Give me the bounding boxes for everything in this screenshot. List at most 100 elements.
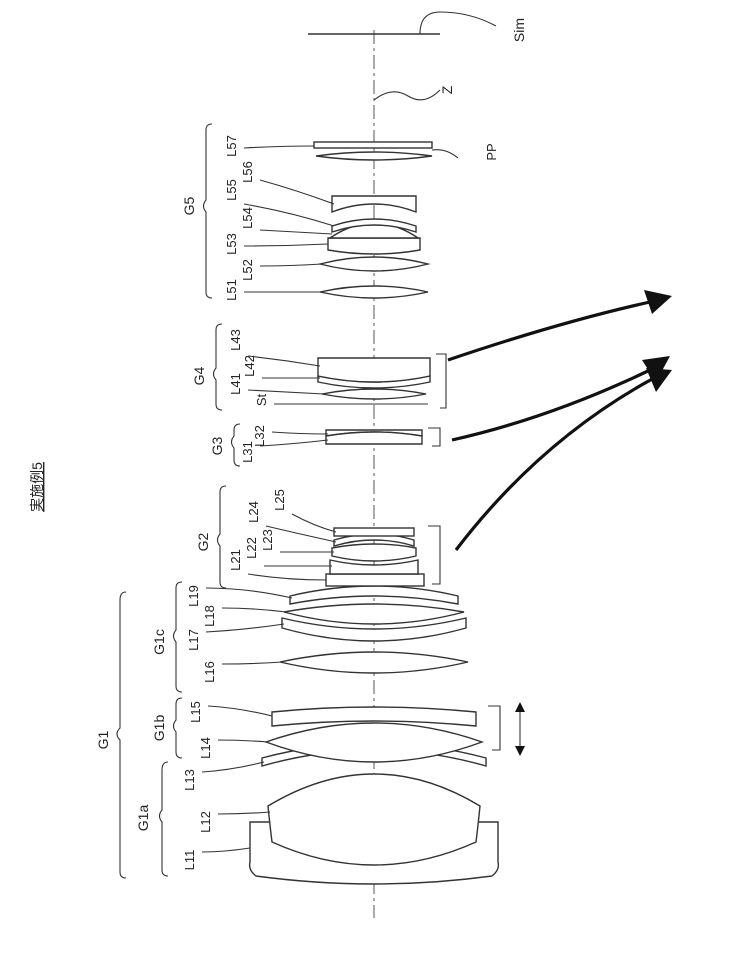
group-label-g4: G4 bbox=[191, 366, 207, 385]
leader-l24 bbox=[265, 525, 337, 543]
lens-label-l54: L54 bbox=[240, 207, 255, 229]
lens-l19 bbox=[289, 585, 459, 605]
focus-arrow-head-bottom bbox=[515, 746, 525, 756]
movement-arrow-g4 bbox=[447, 300, 651, 362]
pp-leader bbox=[431, 149, 459, 159]
axis-leader bbox=[373, 89, 441, 101]
brace-g1 bbox=[116, 591, 127, 879]
lens-label-l51: L51 bbox=[224, 279, 239, 301]
movement-arrow-g4-head bbox=[644, 290, 672, 314]
group-label-g1a: G1a bbox=[135, 805, 151, 832]
leader-l19 bbox=[205, 587, 293, 599]
brace-g4 bbox=[212, 323, 223, 411]
lens-l25 bbox=[333, 527, 415, 537]
brace-g1b bbox=[172, 697, 183, 759]
leader-l57 bbox=[243, 145, 315, 149]
lens-label-l19: L19 bbox=[186, 585, 201, 607]
leader-l17 bbox=[205, 623, 285, 633]
plate-label: PP bbox=[484, 143, 499, 160]
leader-l43 bbox=[247, 355, 321, 367]
figure-title: 実施例5 bbox=[29, 462, 45, 512]
brace-g5 bbox=[202, 123, 213, 299]
lens-label-l52: L52 bbox=[240, 259, 255, 281]
lens-label-l57: L57 bbox=[224, 135, 239, 157]
lens-label-l22: L22 bbox=[244, 537, 259, 559]
movement-arrow-g2 bbox=[454, 376, 655, 551]
leader-l15 bbox=[207, 705, 273, 717]
lens-label-l55: L55 bbox=[224, 179, 239, 201]
lens-l41 bbox=[321, 388, 427, 400]
bracket-g1b bbox=[488, 705, 501, 751]
leader-l54 bbox=[259, 229, 333, 235]
leader-l52 bbox=[259, 263, 323, 267]
sensor-label: Sim bbox=[511, 18, 527, 42]
lens-label-l32: L32 bbox=[252, 425, 267, 447]
leader-l41 bbox=[247, 389, 325, 395]
leader-l31 bbox=[259, 439, 329, 447]
brace-g1a bbox=[158, 761, 169, 877]
lens-label-l31: L31 bbox=[240, 441, 255, 463]
movement-arrow-g3 bbox=[451, 368, 651, 442]
lens-l53 bbox=[327, 237, 421, 255]
lens-l22 bbox=[329, 559, 419, 575]
focus-arrow-head-top bbox=[515, 702, 525, 712]
bracket-g4 bbox=[436, 353, 447, 409]
lens-label-l16: L16 bbox=[202, 661, 217, 683]
lens-label-l12: L12 bbox=[198, 811, 213, 833]
bracket-g3 bbox=[428, 427, 441, 447]
lens-l57 bbox=[313, 141, 433, 149]
lens-l16 bbox=[279, 651, 469, 674]
group-label-g1b: G1b bbox=[151, 715, 167, 742]
movement-arrow-g2-head bbox=[646, 368, 672, 392]
lens-l17 bbox=[281, 617, 467, 642]
leader-l56 bbox=[259, 179, 335, 205]
lens-l52 bbox=[317, 256, 431, 272]
lens-label-l11: L11 bbox=[182, 850, 197, 871]
lens-l51 bbox=[319, 285, 429, 299]
leader-l12 bbox=[217, 811, 271, 815]
leader-l55 bbox=[243, 203, 335, 227]
leader-l16 bbox=[221, 661, 283, 665]
lens-label-l13: L13 bbox=[182, 769, 197, 791]
lens-label-l15: L15 bbox=[188, 701, 203, 723]
group-label-g5: G5 bbox=[181, 196, 197, 215]
group-label-g3: G3 bbox=[209, 436, 225, 455]
lens-l15 bbox=[271, 706, 477, 727]
lens-label-l21: L21 bbox=[228, 549, 243, 571]
lens-label-l14: L14 bbox=[198, 737, 213, 759]
group-label-g2: G2 bbox=[195, 532, 211, 551]
lens-label-l18: L18 bbox=[202, 605, 217, 627]
bracket-g2 bbox=[428, 525, 441, 585]
stop-label: St bbox=[254, 393, 269, 406]
leader-l18 bbox=[221, 607, 287, 613]
lens-l55 bbox=[331, 218, 417, 233]
lens-label-l41: L41 bbox=[228, 373, 243, 395]
brace-g2 bbox=[216, 485, 227, 589]
leader-l11 bbox=[201, 847, 251, 853]
lens-l18 bbox=[283, 603, 465, 625]
lens-l21 bbox=[325, 573, 425, 587]
lens-label-l23: L23 bbox=[260, 529, 275, 551]
image-plane-leader bbox=[419, 11, 497, 35]
leader-l25 bbox=[291, 513, 337, 533]
axis-label: Z bbox=[439, 85, 455, 94]
leader-l53 bbox=[243, 243, 329, 247]
brace-g3 bbox=[230, 423, 241, 467]
lens-l23 bbox=[331, 543, 417, 562]
lens-l14 bbox=[263, 722, 485, 763]
group-label-g1c: G1c bbox=[151, 629, 167, 655]
brace-g1c bbox=[172, 581, 183, 693]
lens-label-l42: L42 bbox=[242, 355, 257, 377]
lens-l12 bbox=[267, 773, 481, 866]
lens-label-l43: L43 bbox=[228, 329, 243, 351]
lens-label-l53: L53 bbox=[224, 233, 239, 255]
plate-pp bbox=[315, 151, 433, 161]
leader-l13 bbox=[201, 761, 265, 773]
leader-l32 bbox=[271, 431, 329, 435]
lens-l32 bbox=[325, 431, 423, 445]
lens-l56 bbox=[331, 195, 417, 214]
lens-label-l25: L25 bbox=[272, 489, 287, 511]
group-label-g1: G1 bbox=[95, 730, 111, 749]
lens-l43 bbox=[317, 357, 431, 383]
